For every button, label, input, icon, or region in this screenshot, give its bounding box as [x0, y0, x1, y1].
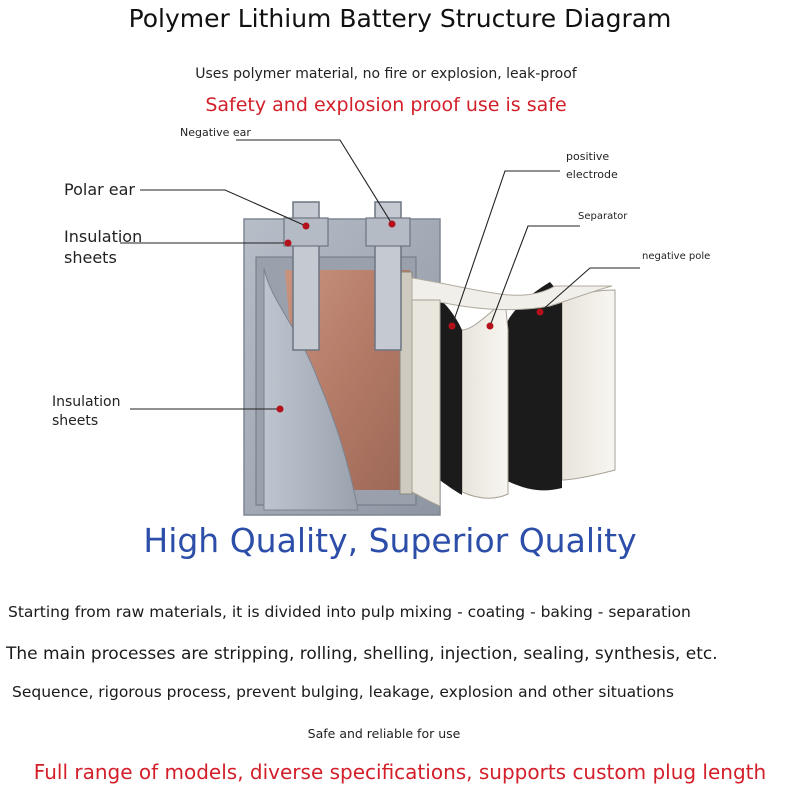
leader-lines — [120, 139, 640, 410]
markers — [276, 220, 544, 413]
label-insulation-top-line1: Insulation — [64, 227, 143, 246]
label-negative-ear: Negative ear — [180, 126, 251, 139]
outer-sheet-layer — [561, 289, 616, 481]
negative-pole-layer — [505, 282, 562, 491]
leader-separator — [489, 225, 580, 327]
paragraph-2: The main processes are stripping, rollin… — [6, 644, 718, 664]
marker-negative-ear — [302, 222, 310, 230]
separator-layer — [461, 298, 509, 499]
label-negative-pole: negative pole — [642, 251, 711, 262]
quality-heading: High Quality, Superior Quality — [143, 521, 637, 560]
core-edge — [399, 271, 413, 495]
leader-negative-pole — [539, 267, 640, 313]
safe-use-text: Safe and reliable for use — [307, 726, 461, 741]
label-separator: Separator — [578, 211, 628, 222]
marker-negative-pole — [536, 308, 544, 316]
label-positive-electrode-line2: electrode — [566, 168, 618, 181]
layer-top-curl — [411, 277, 613, 311]
leader-positive-electrode — [451, 170, 560, 327]
label-insulation-bottom-line1: Insulation — [52, 394, 121, 410]
tab-insulation-right — [365, 217, 411, 247]
inner-sheet-layer — [411, 299, 441, 507]
label-positive-electrode-line1: positive — [566, 150, 610, 163]
leader-polar-ear — [140, 189, 307, 227]
marker-polar-ear — [388, 220, 396, 228]
marker-insulation-top — [284, 239, 292, 247]
label-insulation-top-line2: sheets — [64, 248, 117, 267]
leader-negative-ear — [236, 139, 393, 225]
insulation-sheet-front — [263, 267, 359, 511]
page-title: Polymer Lithium Battery Structure Diagra… — [128, 4, 672, 33]
marker-insulation-bottom — [276, 405, 284, 413]
marker-separator — [486, 322, 494, 330]
marker-positive-electrode — [448, 322, 456, 330]
subtitle: Uses polymer material, no fire or explos… — [195, 66, 577, 82]
safety-text: Safety and explosion proof use is safe — [205, 94, 567, 116]
label-polar-ear: Polar ear — [64, 180, 136, 199]
footer-range-text: Full range of models, diverse specificat… — [33, 760, 767, 784]
paragraph-3: Sequence, rigorous process, prevent bulg… — [12, 683, 674, 701]
paragraph-1: Starting from raw materials, it is divid… — [8, 603, 691, 621]
label-insulation-bottom-line2: sheets — [52, 413, 99, 429]
